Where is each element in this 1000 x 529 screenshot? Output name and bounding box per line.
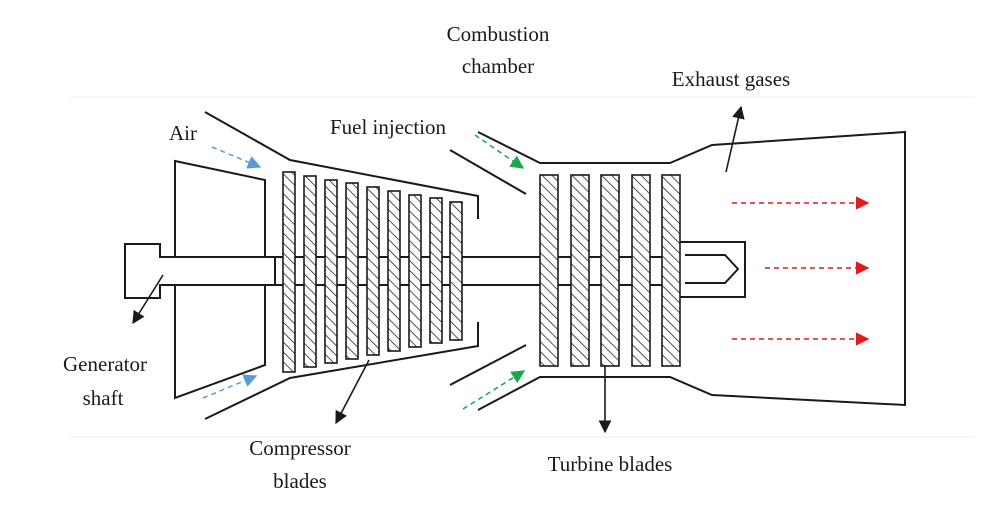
exhaust-pointer xyxy=(725,105,745,173)
compressor-casing-bottom xyxy=(204,322,479,420)
turbine-blade xyxy=(631,174,651,367)
combustion-chamber-label-line1: Combustion xyxy=(447,22,550,46)
turbine-blade xyxy=(539,174,559,367)
fuel-nozzle-top xyxy=(449,149,527,195)
compressor-blade xyxy=(429,197,443,344)
air-label: Air xyxy=(169,121,197,145)
air-flow-arrow-top xyxy=(211,146,262,169)
combustion-chamber-label-line2: chamber xyxy=(462,54,534,78)
turbine-blade xyxy=(661,174,681,367)
fuel-flow-arrow-bottom xyxy=(462,370,526,410)
shaft-end-housing xyxy=(671,241,746,298)
compressor-blade xyxy=(324,179,338,364)
compressor-casing-top xyxy=(204,111,479,219)
generator-shaft-pointer xyxy=(132,274,164,325)
compressor-blades-pointer xyxy=(335,359,370,425)
compressor-blade xyxy=(303,175,317,368)
fuel-injection-label: Fuel injection xyxy=(330,115,447,139)
fuel-nozzle-bottom xyxy=(449,344,527,386)
turbine-blade xyxy=(600,174,620,367)
air-flow-arrow-bottom xyxy=(202,374,258,399)
compressor-blade xyxy=(345,182,359,360)
exhaust-gases-label: Exhaust gases xyxy=(672,67,790,91)
compressor-blade xyxy=(449,201,463,341)
fuel-flow-arrow-top xyxy=(474,134,525,169)
generator-shaft-label-line1: Generator xyxy=(63,352,147,376)
compressor-blade xyxy=(282,171,296,373)
turbine-blades-label: Turbine blades xyxy=(548,452,673,476)
compressor-blade xyxy=(387,190,401,352)
compressor-blades-label-line1: Compressor xyxy=(249,436,351,460)
generator-shaft-label-line2: shaft xyxy=(83,386,124,410)
turbine-blade xyxy=(570,174,590,367)
shaft-end-tip xyxy=(685,254,740,284)
compressor-blade xyxy=(408,194,422,348)
compressor-blade xyxy=(366,186,380,356)
compressor-blades-label-line2: blades xyxy=(273,469,327,493)
